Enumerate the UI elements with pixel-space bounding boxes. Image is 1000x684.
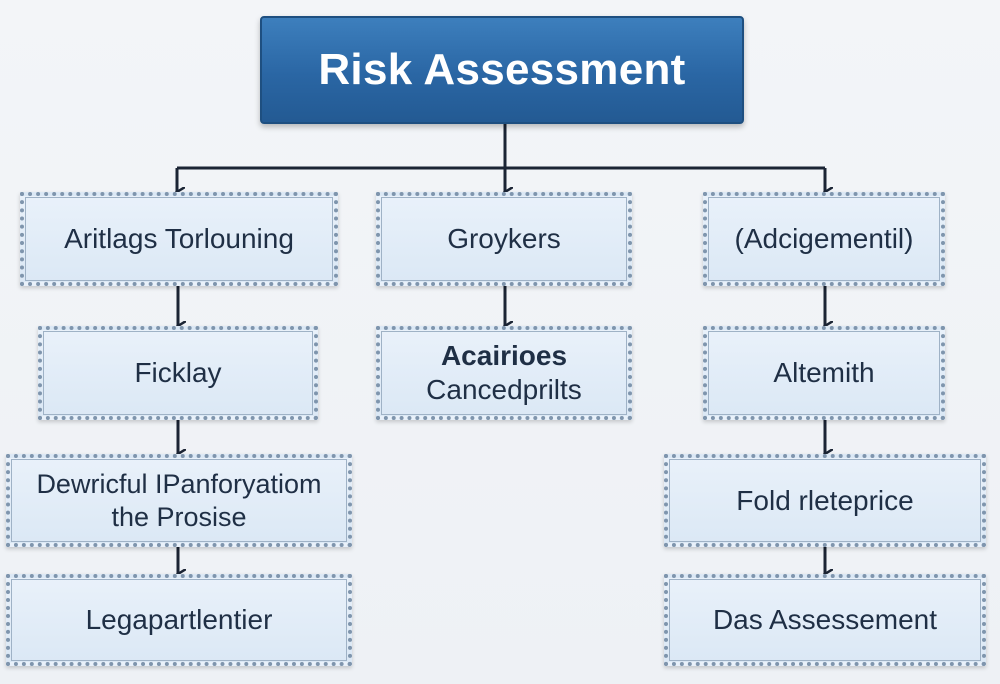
- node-col1-2: Ficklay: [38, 326, 318, 420]
- node-col1-1: Aritlags Torlouning: [20, 192, 338, 286]
- node-label: Cancedprilts: [426, 374, 582, 405]
- node-label: Altemith: [773, 357, 875, 389]
- node-col2-2: Acairioes Cancedprilts: [376, 326, 632, 420]
- node-label: Fold rleteprice: [736, 484, 914, 516]
- node-col3-4: Das Assessement: [664, 574, 986, 666]
- node-col1-4: Legapartlentier: [6, 574, 352, 666]
- node-col3-1: (Adcigementil): [703, 192, 945, 286]
- node-label: Ficklay: [134, 357, 222, 389]
- node-label: Dewricful IPanforyatiom: [36, 469, 322, 500]
- node-label: the Prosise: [111, 501, 247, 532]
- root-node-label: Risk Assessment: [318, 45, 686, 94]
- node-label: Das Assessement: [712, 604, 938, 636]
- node-label: Acairioes: [440, 340, 568, 372]
- node-col2-1: Groykers: [376, 192, 632, 286]
- node-label: (Adcigementil): [734, 223, 914, 255]
- node-col3-3: Fold rleteprice: [664, 454, 986, 547]
- node-label: Aritlags Torlouning: [64, 223, 294, 255]
- node-label: Legapartlentier: [85, 604, 273, 636]
- node-col3-2: Altemith: [703, 326, 945, 420]
- node-col1-3: Dewricful IPanforyatiom the Prosise: [6, 454, 352, 547]
- node-label: Groykers: [447, 223, 561, 255]
- root-node: Risk Assessment: [260, 16, 744, 124]
